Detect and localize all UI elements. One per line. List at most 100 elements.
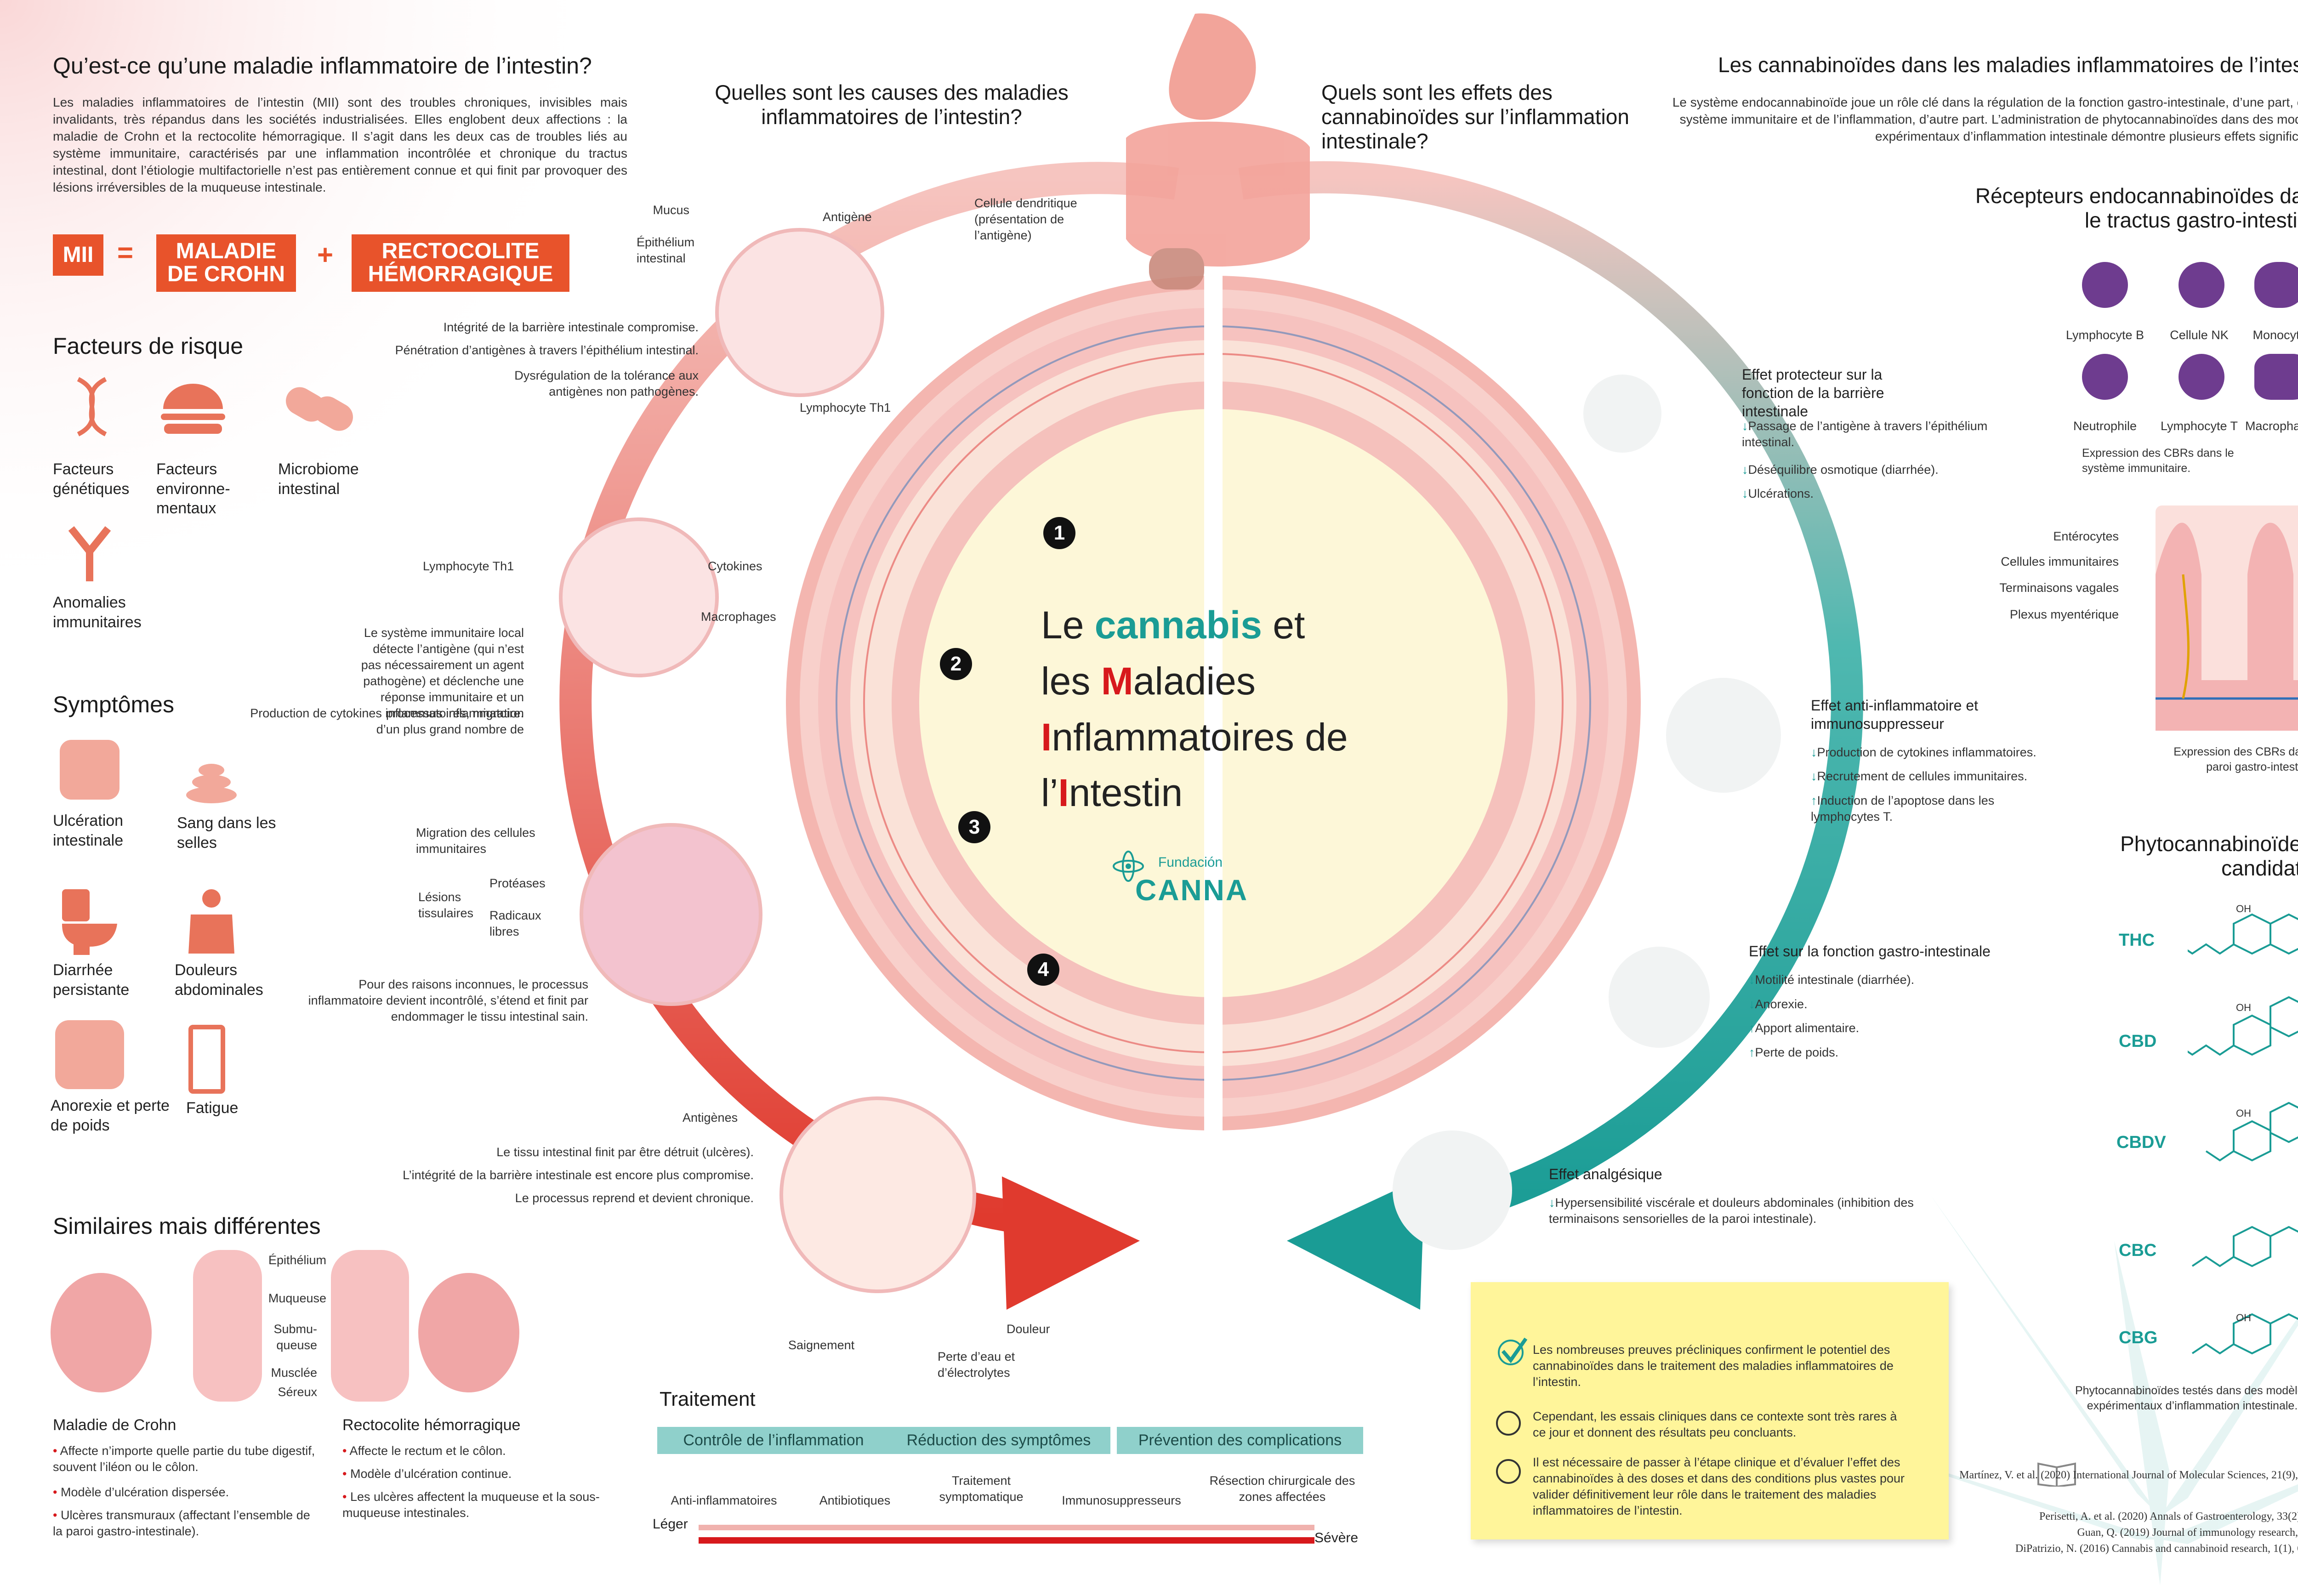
step2-point: Production de cytokines inflammatoires, … <box>250 706 524 737</box>
effects-title: Quels sont les effets des cannabinoïdes … <box>1321 80 1629 153</box>
phyto-title: Phytocannabinoïdes candidats <box>2120 832 2298 880</box>
risk-immune: Anomalies immunitaires <box>53 594 142 631</box>
step1-point: Dysrégulation de la tolérance aux antigè… <box>514 369 699 399</box>
title-text: aladies <box>1133 659 1256 703</box>
step1-point: Pénétration d’antigènes à travers l’épit… <box>395 343 699 357</box>
symptom-blood: Sang dans les selles <box>177 814 276 852</box>
logo-canna: CANNA <box>1135 874 1249 907</box>
checkmark-icon <box>1496 1335 1528 1367</box>
mii-label: MII <box>53 234 103 276</box>
effect-gi-text: Perte de poids. <box>1755 1045 1839 1059</box>
intro-title: Qu’est-ce qu’une maladie inflammatoire d… <box>53 53 592 79</box>
reference: Martínez, V. et al. (2020) International… <box>1959 1469 2298 1481</box>
compound-cbg: CBG <box>2119 1328 2158 1347</box>
dna-icon <box>64 377 119 437</box>
effect-anti-point: ↓Recrutement de cellules immunitaires. <box>1811 769 2028 783</box>
title-text: les <box>1041 659 1101 703</box>
compound-cbdv: CBDV <box>2116 1133 2166 1152</box>
intro-body: Les maladies inflammatoires de l’intesti… <box>53 95 627 194</box>
layer-submucosa: Submu-queuse <box>273 1322 317 1352</box>
step3-point: Pour des raisons inconnues, le processus… <box>308 977 588 1024</box>
crohn-title: Maladie de Crohn <box>53 1416 176 1434</box>
open-circle-icon <box>1496 1459 1521 1484</box>
treatment-option: Résection chirurgicale des zones affecté… <box>1209 1474 1355 1504</box>
title-text: et <box>1262 603 1305 647</box>
symptom-fatigue: Fatigue <box>186 1099 239 1117</box>
effect-analgesic-point: ↓Hypersensibilité viscérale et douleurs … <box>1549 1196 1914 1226</box>
oh-label: OH <box>2236 1108 2251 1119</box>
step-number-4: 4 <box>1027 954 1059 986</box>
zoom2-macrophages: Macrophages <box>701 610 776 624</box>
reference: Guan, Q. (2019) Journal of immunology re… <box>2077 1527 2298 1539</box>
step4-point: Le tissu intestinal finit par être détru… <box>496 1145 754 1159</box>
layer-epithelium: Épithélium <box>268 1253 326 1267</box>
title-cannabis: cannabis <box>1094 603 1262 647</box>
abdominal-pain-icon <box>182 887 241 956</box>
receptors-title: Récepteurs endocannabinoïdes dans le tra… <box>1975 184 2298 232</box>
effect-barrier-point: ↓Passage de l’antigène à travers l’épith… <box>1742 419 1988 449</box>
rch-point: Les ulcères affectent la muqueuse et la … <box>342 1489 600 1521</box>
risk-genetic: Facteurs génétiques <box>53 460 130 498</box>
severity-mild: Léger <box>653 1516 688 1532</box>
severity-severe: Sévère <box>1314 1530 1359 1545</box>
treatment-title: Traitement <box>660 1388 756 1410</box>
molecule-structures <box>2188 913 2298 1355</box>
effect-gi-point: ↓Anorexie. <box>1749 997 1808 1011</box>
title-text: nflammatoires de <box>1052 715 1348 759</box>
neutrophil-icon <box>2082 354 2128 400</box>
step4-point: L’intégrité de la barrière intestinale e… <box>403 1168 754 1182</box>
toilet-icon <box>60 887 119 956</box>
macrophage-icon <box>2254 354 2298 400</box>
effect-anti-point: ↑Induction de l’apoptose dans les lympho… <box>1811 794 1995 824</box>
treatment-goal: Prévention des complications <box>1117 1427 1363 1454</box>
tissue-label: Terminaisons vagales <box>1999 581 2119 595</box>
title-m: M <box>1101 659 1133 703</box>
zoom4-bleeding: Saignement <box>788 1338 855 1352</box>
effect-gi-text: Anorexie. <box>1755 997 1808 1011</box>
treatment-option: Immunosuppresseurs <box>1062 1494 1181 1507</box>
symptom-anorexia: Anorexie et perte de poids <box>51 1097 170 1134</box>
causes-title: Quelles sont les causes des maladies inf… <box>715 80 1069 129</box>
zoom1-th1: Lymphocyte Th1 <box>800 401 891 415</box>
effect-analgesic-title: Effet analgésique <box>1549 1166 1662 1182</box>
title-i: I <box>1058 771 1069 815</box>
effect-gi-point: ↑Apport alimentaire. <box>1749 1021 1860 1035</box>
compound-cbc: CBC <box>2119 1241 2157 1260</box>
plus-sign: + <box>317 239 334 270</box>
stool-icon <box>184 754 239 804</box>
note-item: Il est nécessaire de passer à l’étape cl… <box>1533 1455 1905 1518</box>
cell-label: Neutrophile <box>2073 419 2137 433</box>
tissue-label: Cellules immunitaires <box>2001 555 2119 568</box>
compound-thc: THC <box>2119 931 2155 950</box>
treatment-goal: Réduction des symptômes <box>887 1427 1110 1454</box>
effect-anti-text: Production de cytokines inflammatoires. <box>1817 745 2036 759</box>
cell-label: Cellule NK <box>2170 328 2229 342</box>
lymphocyte-t-icon <box>2179 354 2224 400</box>
tissue-label: Plexus myentérique <box>2009 608 2119 621</box>
zoom3-radicals: Radicaux libres <box>489 909 541 939</box>
similar-title: Similaires mais différentes <box>53 1213 321 1239</box>
crohn-point: Ulcères transmuraux (affectant l’ensembl… <box>53 1507 310 1539</box>
zoom3-proteases: Protéases <box>489 876 546 890</box>
cell-label: Lymphocyte T <box>2160 419 2238 433</box>
effect-barrier-point: ↓Ulcérations. <box>1742 487 1814 500</box>
zoom1-antigen: Antigène <box>823 210 872 224</box>
treatment-option: Anti-inflammatoires <box>671 1494 777 1507</box>
effect-barrier-text: Déséquilibre osmotique (diarrhée). <box>1748 463 1939 477</box>
effect-anti-text: Recrutement de cellules immunitaires. <box>1817 769 2028 783</box>
effect-barrier-title: Effet protecteur sur la fonction de la b… <box>1742 366 1884 420</box>
step2-point: Le système immunitaire local détecte l’a… <box>361 626 524 721</box>
zoom4-antigens: Antigènes <box>683 1111 738 1125</box>
zoom2-cytokines: Cytokines <box>708 559 762 573</box>
symptom-diarrhea: Diarrhée persistante <box>53 961 130 999</box>
treatment-goal: Contrôle de l’inflammation <box>657 1427 890 1454</box>
title-i: I <box>1041 715 1052 759</box>
cell-label: Macrophage <box>2245 419 2298 433</box>
title-text: Le <box>1041 603 1095 647</box>
title-text: l’ <box>1041 771 1058 815</box>
effect-barrier-text: Ulcérations. <box>1748 487 1814 500</box>
zoom3-lesions: Lésions tissulaires <box>418 890 474 920</box>
effect-gi-point: ↓Motilité intestinale (diarrhée). <box>1749 973 1915 987</box>
microbiome-icon <box>280 381 358 437</box>
compound-cbd: CBD <box>2119 1032 2157 1051</box>
